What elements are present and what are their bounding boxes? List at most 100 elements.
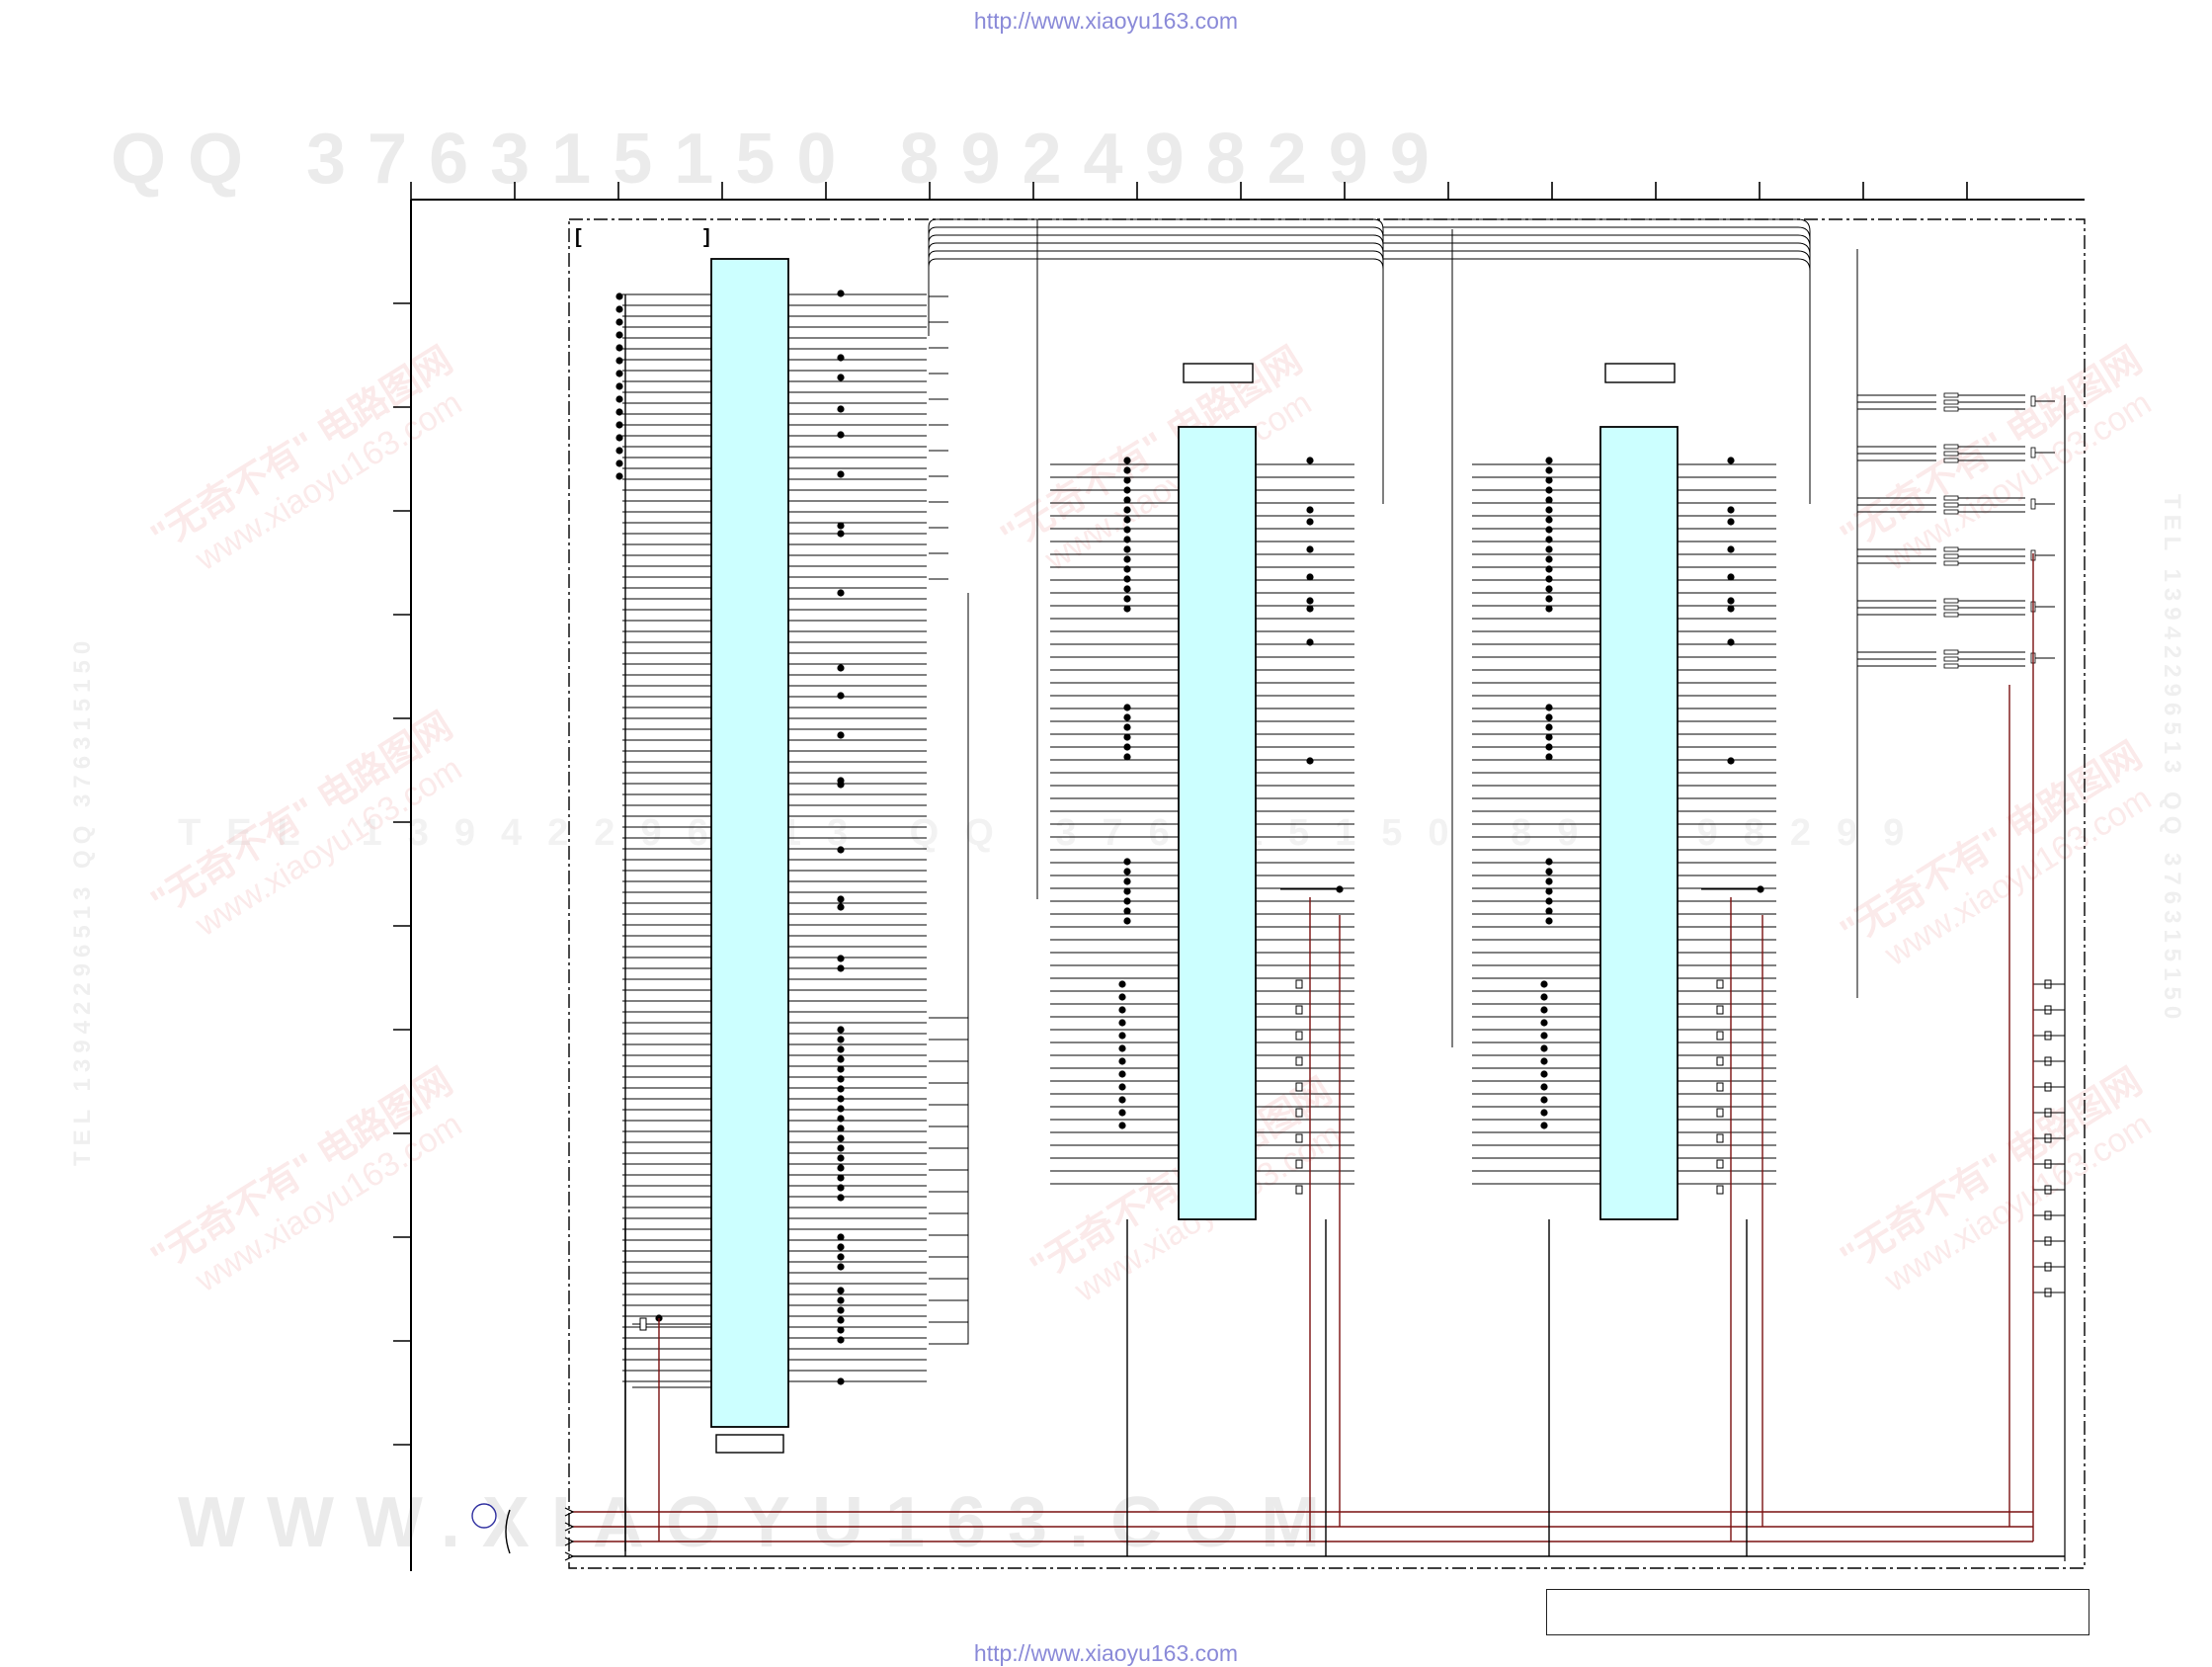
input-junction xyxy=(1123,506,1131,514)
output-junction xyxy=(1727,757,1735,765)
input-junction xyxy=(1540,1122,1548,1129)
capacitor xyxy=(1295,1108,1303,1118)
output-junction xyxy=(1306,597,1314,605)
input-junction xyxy=(615,395,623,403)
output-junction xyxy=(1727,545,1735,553)
input-junction xyxy=(1545,526,1553,534)
input-junction xyxy=(1123,887,1131,895)
header-url[interactable]: http://www.xiaoyu163.com xyxy=(973,8,1239,34)
capacitor xyxy=(1716,1082,1724,1092)
input-junction xyxy=(1123,917,1131,925)
input-junction xyxy=(1118,1019,1126,1027)
capacitor xyxy=(1295,1031,1303,1041)
capacitor xyxy=(2030,447,2036,458)
output-junction xyxy=(837,1287,845,1294)
input-junction xyxy=(1545,887,1553,895)
input-junction xyxy=(1545,723,1553,731)
output-junction xyxy=(837,731,845,739)
capacitor xyxy=(1295,979,1303,989)
input-junction xyxy=(1545,858,1553,866)
input-junction xyxy=(1540,1032,1548,1040)
connector-symbol xyxy=(471,1503,575,1561)
output-junction xyxy=(837,1306,845,1314)
output-junction xyxy=(1306,518,1314,526)
output-junction xyxy=(837,374,845,381)
input-junction xyxy=(1123,733,1131,741)
output-junction xyxy=(837,1243,845,1251)
input-junction xyxy=(615,434,623,442)
resistor xyxy=(1943,605,1959,611)
output-junction xyxy=(1727,457,1735,464)
input-junction xyxy=(1545,917,1553,925)
input-junction xyxy=(1540,1109,1548,1117)
input-junction xyxy=(1123,476,1131,484)
output-junction xyxy=(837,1263,845,1271)
capacitor xyxy=(1716,1159,1724,1169)
output-junction xyxy=(837,1377,845,1385)
output-junction xyxy=(837,1164,845,1172)
input-junction xyxy=(1545,486,1553,494)
ic-driver-1 xyxy=(1050,363,1354,1220)
output-junction xyxy=(837,955,845,962)
bus-lane xyxy=(928,234,1384,488)
capacitor xyxy=(2030,498,2036,510)
bus-lane xyxy=(1383,242,1811,480)
input-junction xyxy=(1545,506,1553,514)
input-junction xyxy=(1118,1096,1126,1104)
resistor xyxy=(1943,649,1959,655)
input-junction xyxy=(615,447,623,455)
input-junction xyxy=(615,344,623,352)
input-junction xyxy=(1123,486,1131,494)
ic-body xyxy=(1599,426,1679,1220)
output-junction xyxy=(837,589,845,597)
input-junction xyxy=(615,421,623,429)
ic-body xyxy=(1178,426,1257,1220)
input-junction xyxy=(1123,555,1131,563)
input-junction xyxy=(1123,897,1131,905)
input-junction xyxy=(1540,1006,1548,1014)
input-junction xyxy=(615,331,623,339)
bus-fanout xyxy=(929,646,969,1214)
connector-arrow xyxy=(564,1507,575,1517)
resistor xyxy=(1943,598,1959,604)
input-junction xyxy=(1545,877,1553,885)
input-junction xyxy=(1123,753,1131,761)
input-junction xyxy=(615,459,623,467)
bus-fanout xyxy=(929,623,969,1127)
resistor xyxy=(1943,495,1959,501)
input-junction xyxy=(1123,704,1131,711)
output-junction xyxy=(1727,573,1735,581)
output-junction xyxy=(837,1184,845,1192)
input-junction xyxy=(1118,1083,1126,1091)
title-block xyxy=(1546,1589,2089,1635)
sheet-frame xyxy=(393,182,2085,1571)
capacitor xyxy=(1716,1056,1724,1066)
capacitor xyxy=(1295,1056,1303,1066)
connector-bracket xyxy=(505,1509,511,1554)
resistor xyxy=(1943,509,1959,515)
capacitor xyxy=(1716,1005,1724,1015)
input-junction xyxy=(615,305,623,313)
resistor xyxy=(1943,546,1959,552)
capacitor xyxy=(1716,1185,1724,1195)
output-junction xyxy=(1306,757,1314,765)
output-junction xyxy=(837,1326,845,1334)
bus-lane xyxy=(1383,234,1811,488)
output-junction xyxy=(837,1085,845,1093)
input-junction xyxy=(615,357,623,365)
output-junction xyxy=(1306,506,1314,514)
input-junction xyxy=(615,408,623,416)
block-bracket-right: ] xyxy=(703,226,710,248)
capacitor xyxy=(2030,395,2036,407)
resistor xyxy=(1943,406,1959,412)
input-junction xyxy=(1123,743,1131,751)
bus-fanout xyxy=(929,682,969,1345)
output-junction xyxy=(1727,638,1735,646)
input-junction xyxy=(1545,516,1553,524)
input-junction xyxy=(1123,545,1131,553)
input-junction xyxy=(1545,704,1553,711)
footer-url[interactable]: http://www.xiaoyu163.com xyxy=(973,1640,1239,1666)
input-junction xyxy=(1123,565,1131,573)
capacitor xyxy=(1295,1133,1303,1143)
